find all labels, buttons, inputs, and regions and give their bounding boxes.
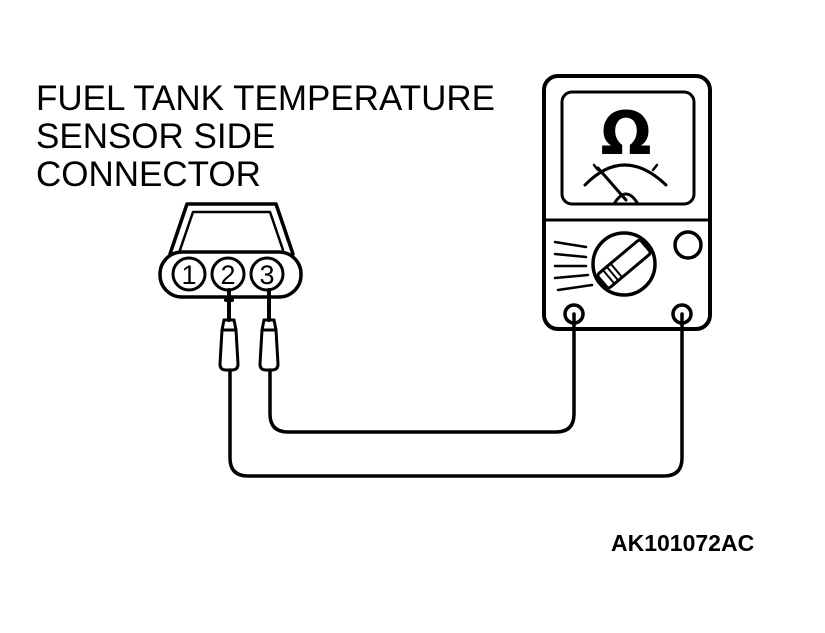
pin-1-circle: [171, 256, 207, 292]
wire-pin2-to-meter: [228, 312, 684, 478]
ohmmeter: [542, 74, 712, 331]
title-line-2: SENSOR SIDE: [36, 117, 276, 156]
probe-right: [258, 288, 280, 372]
pin-label-2: 2: [220, 260, 235, 290]
figure-code: AK101072AC: [611, 530, 755, 556]
connector-title: FUEL TANK TEMPERATURE SENSOR SIDE CONNEC…: [36, 80, 495, 194]
probe-left: [218, 288, 240, 372]
pin-label-3: 3: [259, 260, 274, 290]
title-line-3: CONNECTOR: [36, 155, 261, 194]
title-line-1: FUEL TANK TEMPERATURE: [36, 79, 495, 118]
meter-terminal-left: [563, 303, 585, 325]
meter-terminal-right: [671, 303, 693, 325]
ohm-symbol: Ω: [600, 99, 651, 169]
wire-pin3-to-meter: [268, 312, 576, 434]
pin-label-1: 1: [181, 260, 196, 290]
